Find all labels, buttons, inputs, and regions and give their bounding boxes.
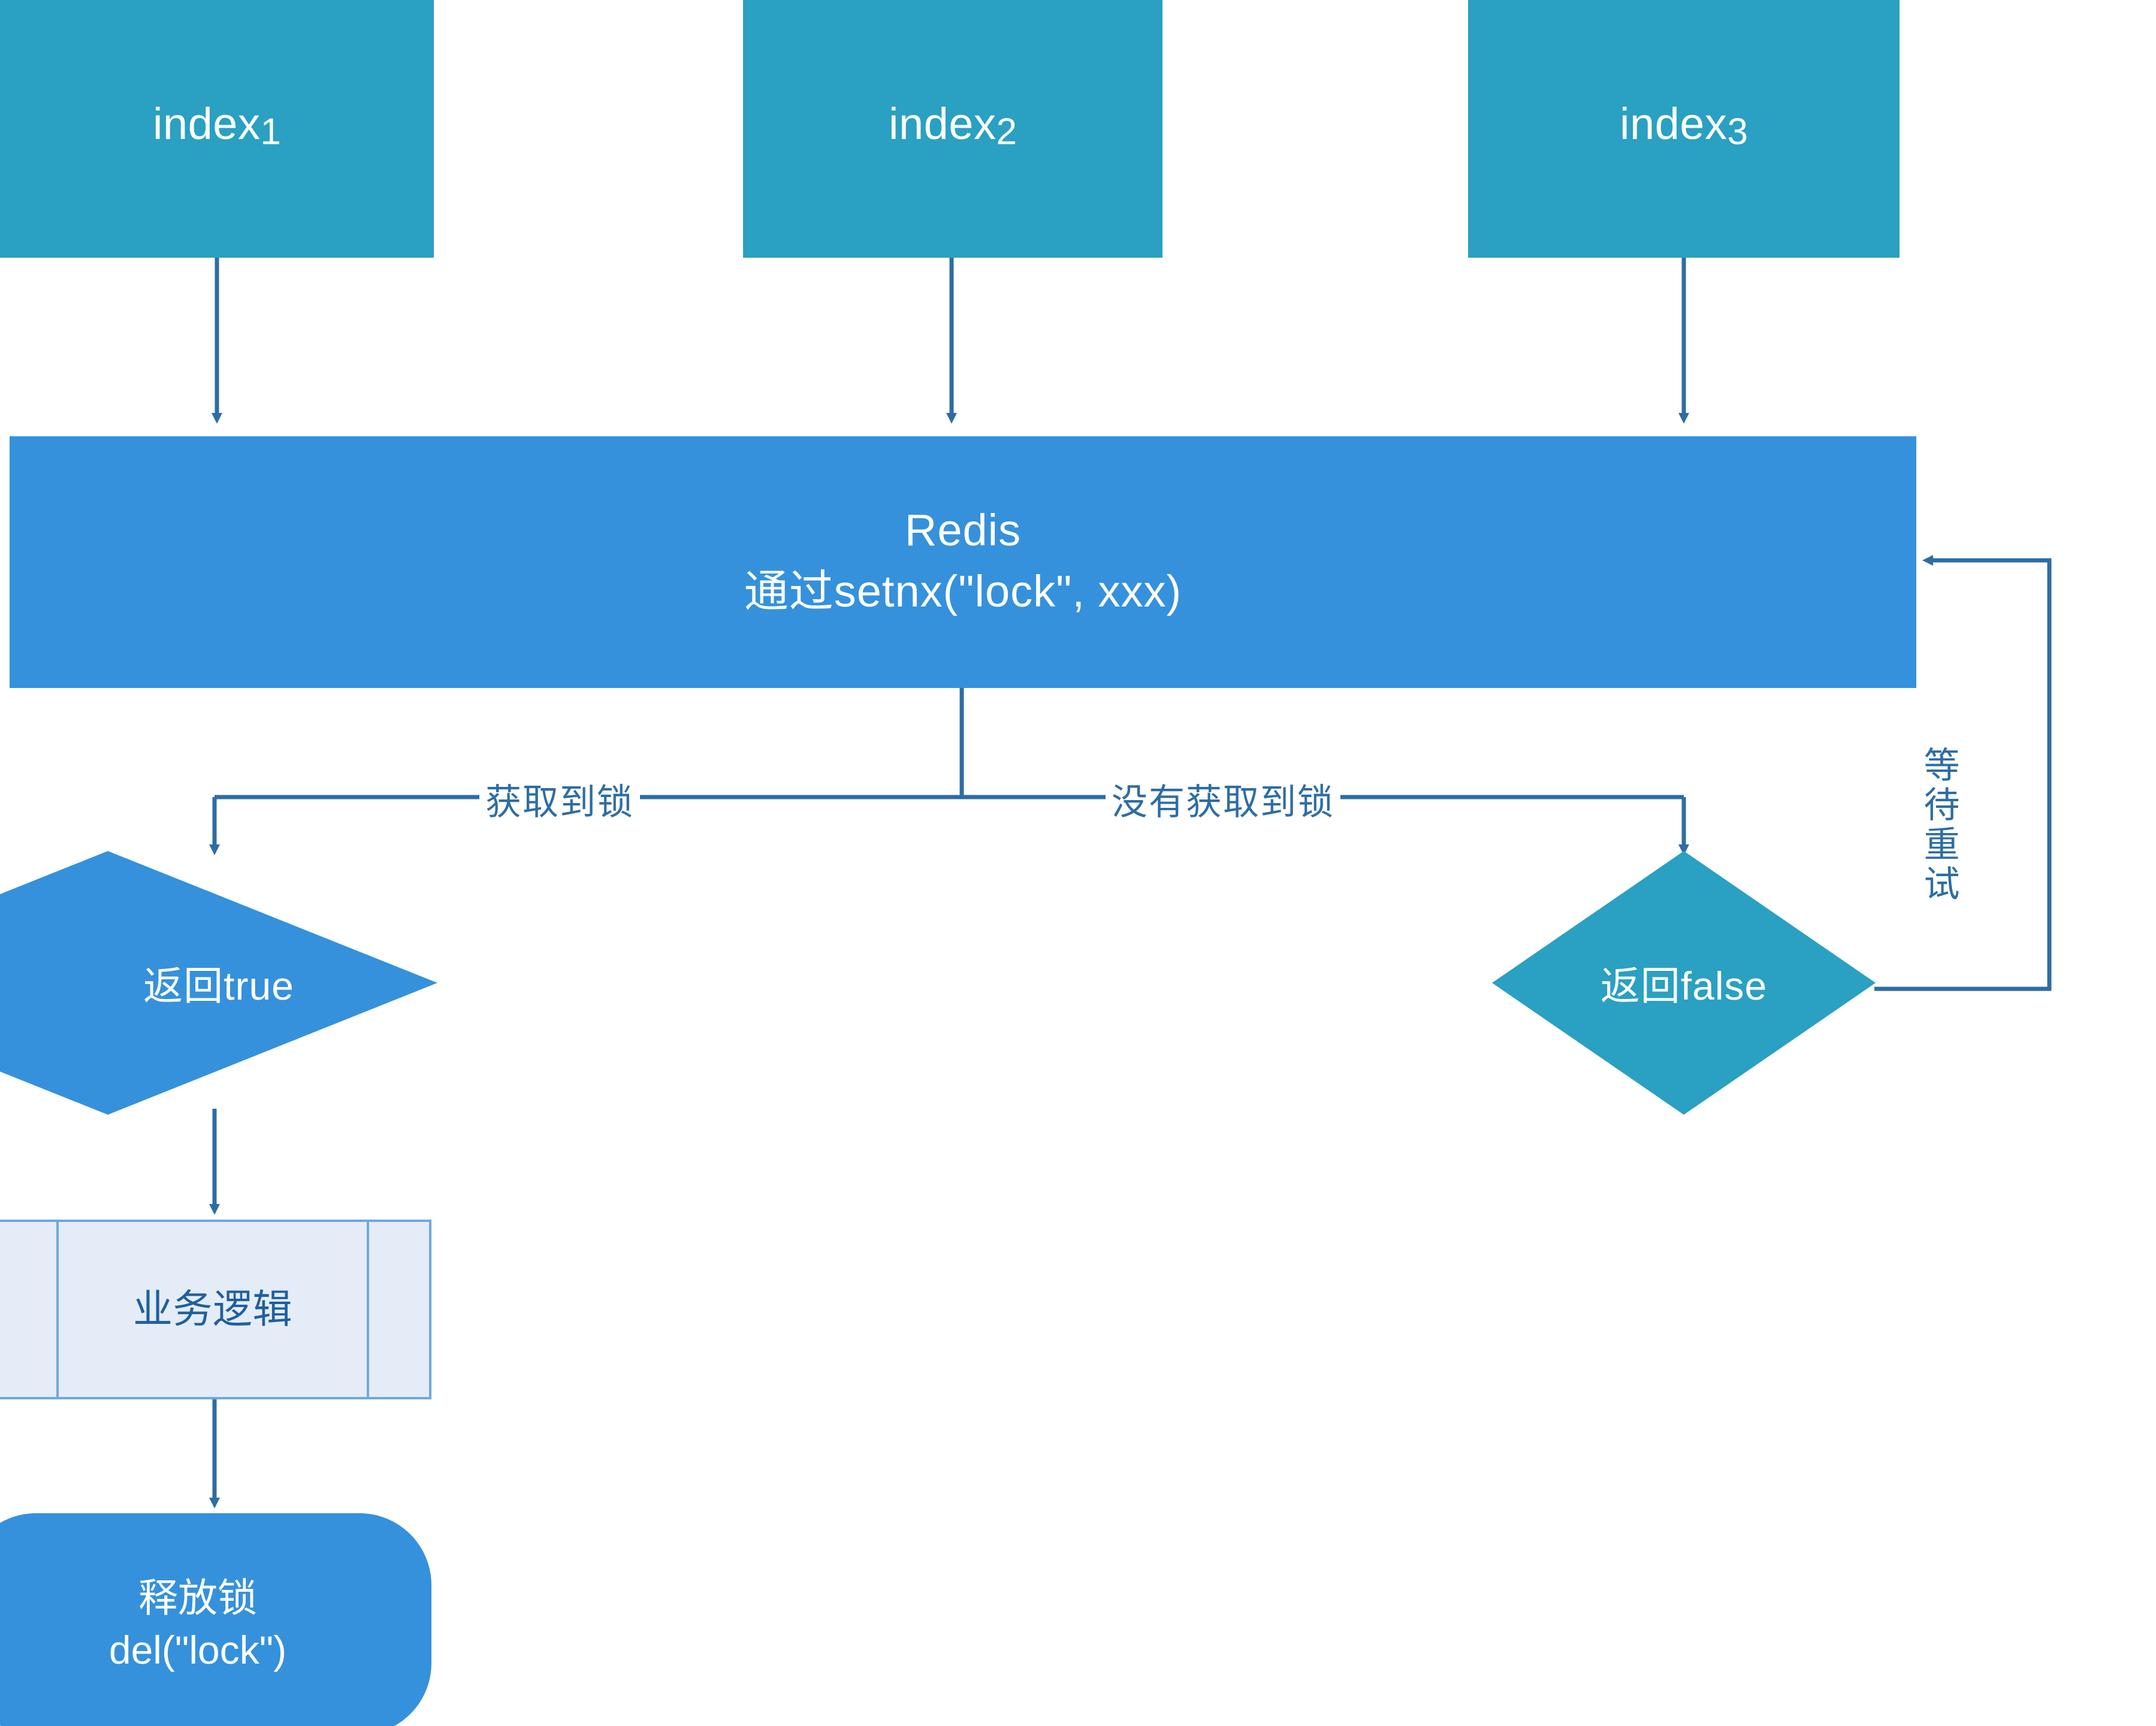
node-redis[interactable]: Redis 通过setnx("lock", xxx) bbox=[10, 436, 1916, 688]
node-release-lock-line2: del("lock") bbox=[108, 1628, 287, 1672]
node-return-false[interactable]: 返回false bbox=[1492, 851, 1876, 1115]
edge-label-wait-retry: 等待重试 bbox=[1912, 740, 1966, 910]
node-index2[interactable]: index2 bbox=[743, 0, 1162, 258]
node-redis-line1: Redis bbox=[904, 505, 1022, 555]
node-index3[interactable]: index3 bbox=[1468, 0, 1900, 258]
node-index1[interactable]: index1 bbox=[0, 0, 434, 258]
edge-label-got-lock: 获取到锁 bbox=[479, 772, 640, 826]
node-release-lock-line1: 释放锁 bbox=[138, 1575, 257, 1620]
node-release-lock[interactable]: 释放锁 del("lock") bbox=[0, 1513, 431, 1726]
node-index1-label: index1 bbox=[153, 98, 281, 153]
edge-label-no-lock: 没有获取到锁 bbox=[1106, 772, 1340, 826]
proc-right-bar bbox=[367, 1222, 369, 1397]
proc-left-bar bbox=[56, 1222, 59, 1397]
node-business-logic[interactable]: 业务逻辑 bbox=[0, 1220, 431, 1399]
node-index2-label: index2 bbox=[889, 98, 1017, 153]
node-index3-label: index3 bbox=[1620, 98, 1748, 153]
node-business-logic-label: 业务逻辑 bbox=[133, 1287, 292, 1332]
node-return-true[interactable]: 返回true bbox=[0, 851, 437, 1115]
node-redis-line2: 通过setnx("lock", xxx) bbox=[744, 566, 1182, 616]
